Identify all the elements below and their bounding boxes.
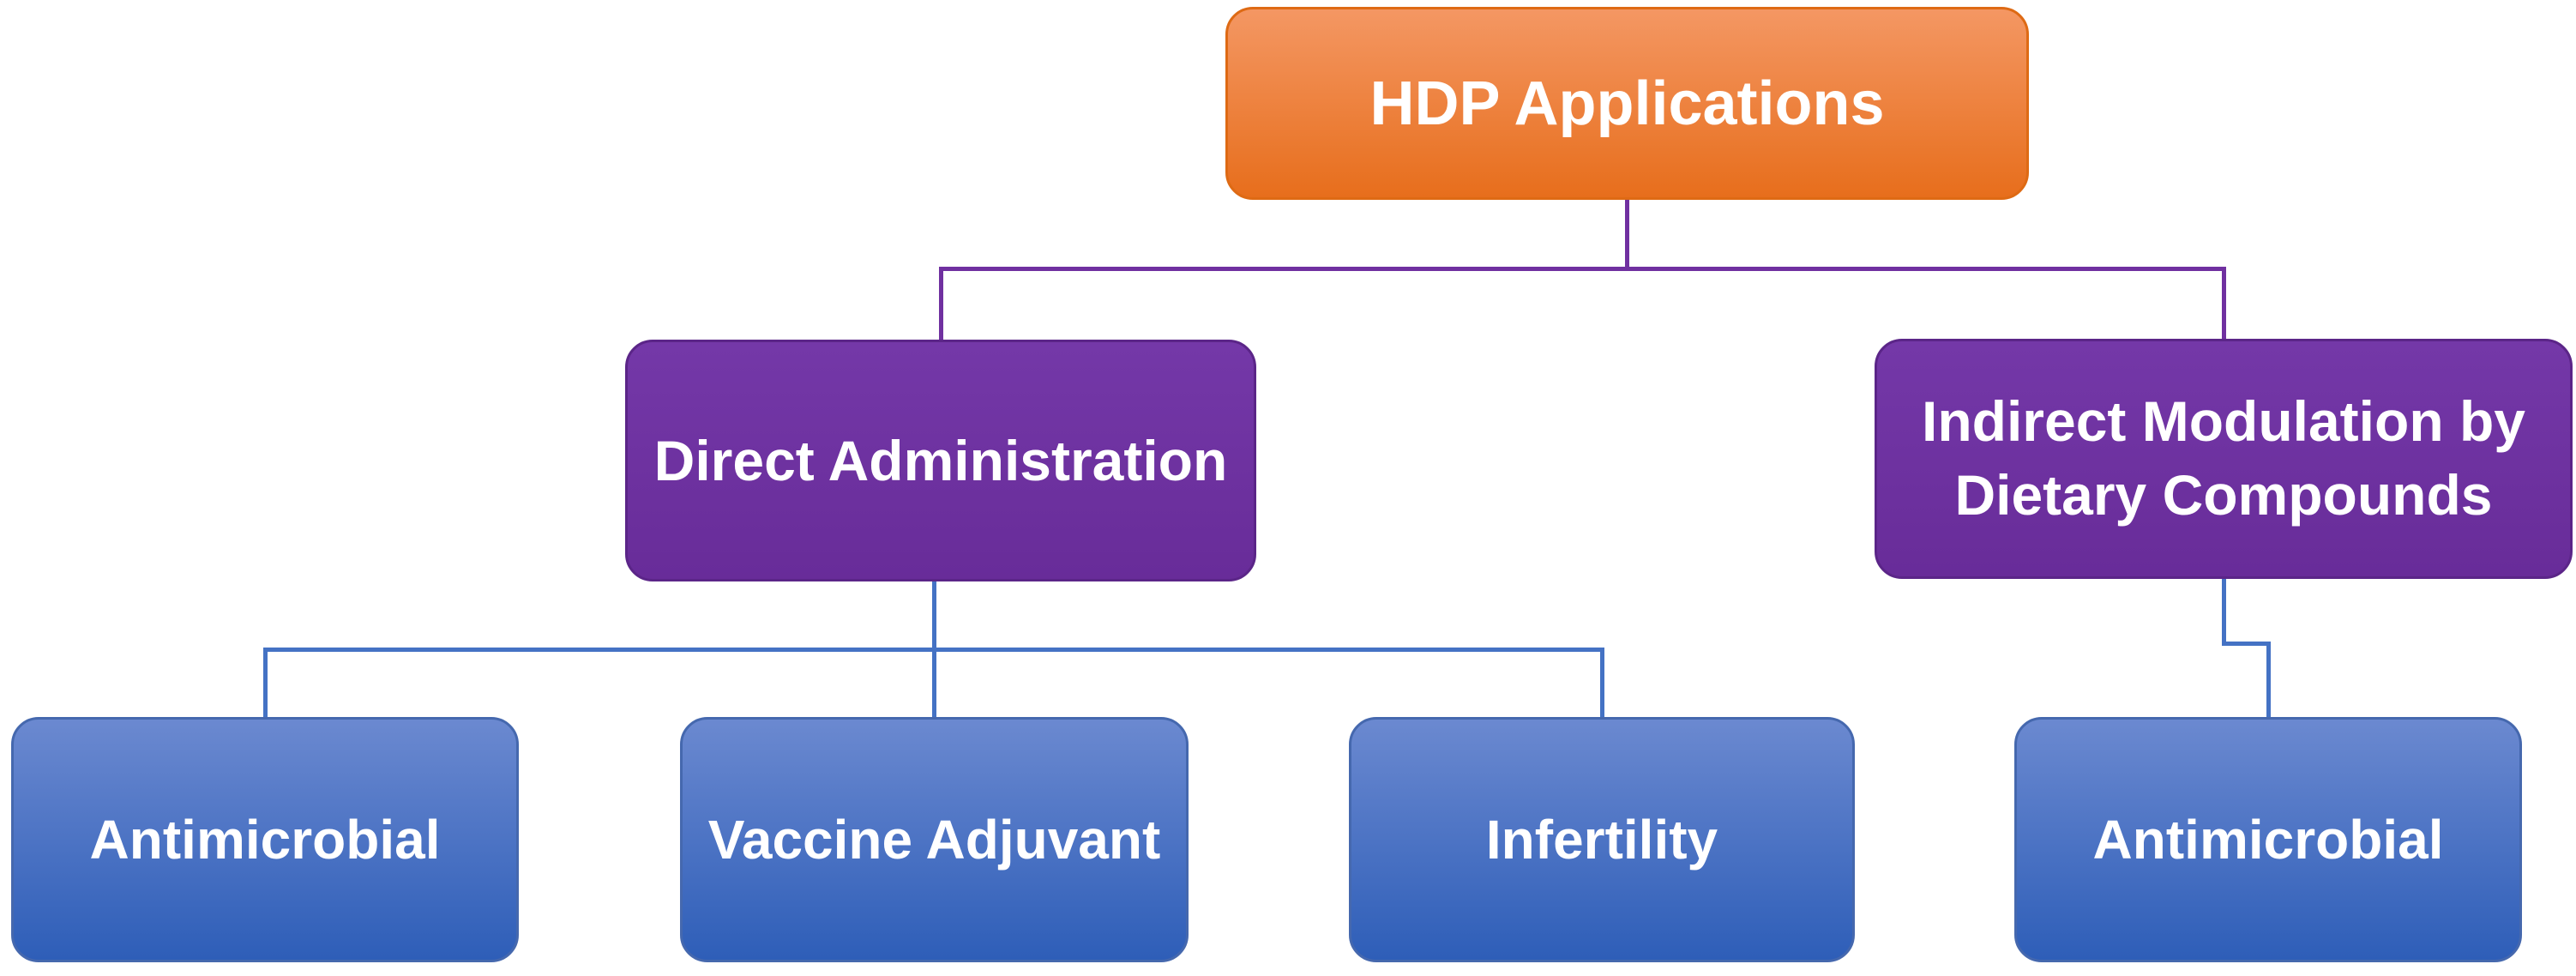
node-vaccine-adjuvant: Vaccine Adjuvant	[680, 717, 1189, 962]
node-direct-administration-label: Direct Administration	[653, 429, 1228, 492]
connector-antimicrobial-drop	[263, 648, 268, 719]
node-antimicrobial-right: Antimicrobial	[2014, 717, 2522, 962]
node-infertility: Infertility	[1349, 717, 1855, 962]
connector-indirect-jog	[2222, 642, 2271, 646]
node-infertility-label: Infertility	[1485, 809, 1718, 871]
node-indirect-modulation-label: Indirect Modulation by Dietary Compounds	[1922, 389, 2525, 527]
connector-indirect-drop	[2222, 267, 2226, 340]
node-hdp-applications-label: HDP Applications	[1369, 69, 1885, 138]
connector-antimicrobial2-drop	[2266, 642, 2271, 719]
connector-leaves-crossbar	[263, 648, 1604, 652]
connector-direct-drop	[939, 267, 943, 340]
node-antimicrobial-left-label: Antimicrobial	[89, 809, 441, 871]
connector-branches-crossbar	[939, 267, 2226, 271]
connector-infertility-drop	[1600, 648, 1604, 719]
connector-root-stem	[1625, 200, 1629, 271]
node-indirect-modulation: Indirect Modulation by Dietary Compounds	[1875, 339, 2573, 579]
node-antimicrobial-left: Antimicrobial	[11, 717, 519, 962]
node-vaccine-adjuvant-label: Vaccine Adjuvant	[707, 809, 1161, 871]
connector-indirect-stem	[2222, 579, 2226, 646]
node-antimicrobial-right-label: Antimicrobial	[2092, 809, 2444, 871]
node-hdp-applications: HDP Applications	[1225, 7, 2029, 200]
node-direct-administration: Direct Administration	[625, 340, 1256, 581]
